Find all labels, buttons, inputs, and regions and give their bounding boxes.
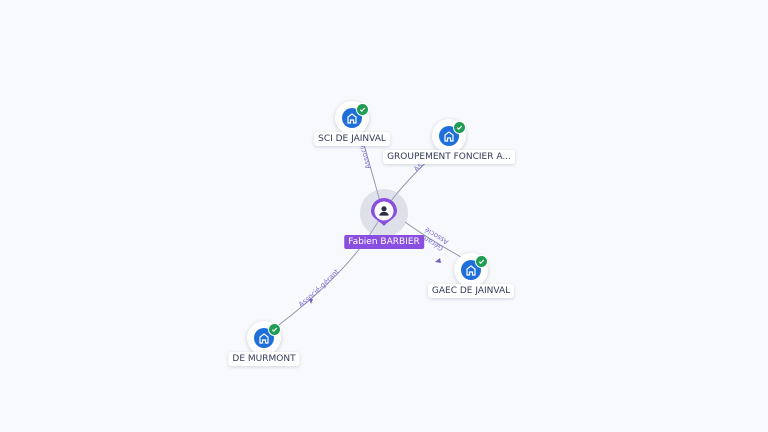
check-icon (475, 255, 488, 268)
edge-label-murmont: Associé-gérant (297, 268, 341, 309)
edge-arrow-gaec (435, 258, 441, 263)
node-label: DE MURMONT (228, 352, 300, 366)
check-icon (268, 323, 281, 336)
check-icon (453, 121, 466, 134)
node-label: GAEC DE JAINVAL (427, 284, 515, 298)
node-label: SCI DE JAINVAL (314, 132, 390, 146)
edge-de-murmont (263, 211, 384, 337)
check-icon (356, 103, 369, 116)
person-icon (371, 198, 397, 226)
node-label: GROUPEMENT FONCIER A... (383, 150, 515, 164)
edge-arrow-murmont (309, 299, 313, 304)
person-name-label: Fabien BARBIER (344, 235, 424, 249)
edge-label-sci: Associé (358, 142, 373, 170)
